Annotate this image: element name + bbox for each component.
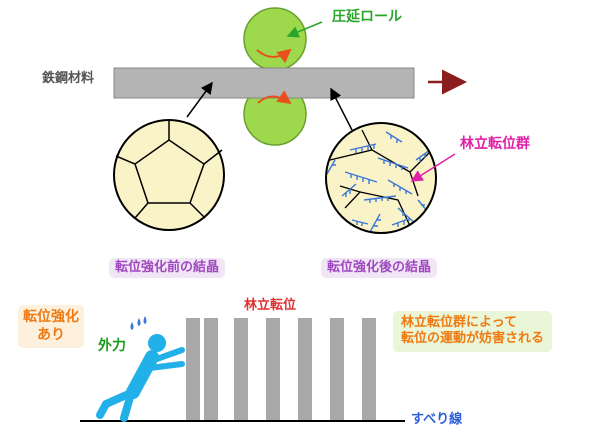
force-label: 外力 xyxy=(98,338,126,354)
steel-label: 鉄鋼材料 xyxy=(42,71,95,86)
strengthening-line2: あり xyxy=(37,326,65,343)
upper-roll xyxy=(243,7,307,71)
forest-dislocation-bars xyxy=(186,318,376,420)
strengthening-line1: 転位強化 xyxy=(23,309,79,325)
rotation-arrow-icon xyxy=(257,90,292,105)
blocked-line1: 林立転位群によって xyxy=(401,315,517,330)
before-caption: 転位強化前の結晶 xyxy=(109,258,226,279)
blocked-line2: 転位の運動が妨害される xyxy=(401,331,545,347)
before-crystal-arrow xyxy=(186,81,213,118)
steel-bar xyxy=(113,67,415,99)
sweat-drop-icon xyxy=(130,316,147,330)
crystal-after xyxy=(325,122,437,234)
crystal-before xyxy=(113,119,225,231)
blocked-note: 林立転位群によって 転位の運動が妨害される xyxy=(393,311,553,352)
after-caption: 転位強化後の結晶 xyxy=(321,258,438,279)
after-crystal-arrow xyxy=(330,87,353,131)
roll-label: 圧延ロール xyxy=(332,9,402,25)
strengthening-badge: 転位強化 あり xyxy=(18,305,84,348)
forest-group-pointer-arrow xyxy=(410,153,456,182)
person-pushing-icon xyxy=(96,334,185,422)
roll-pointer-arrow xyxy=(286,21,323,38)
rotation-arrow-icon xyxy=(256,48,292,64)
forest-group-top-label: 林立転位群 xyxy=(460,136,530,152)
slip-line-label: すべり線 xyxy=(411,412,463,427)
dislocation-marks xyxy=(326,131,431,233)
forest-dislocation-label: 林立転位 xyxy=(244,298,297,313)
